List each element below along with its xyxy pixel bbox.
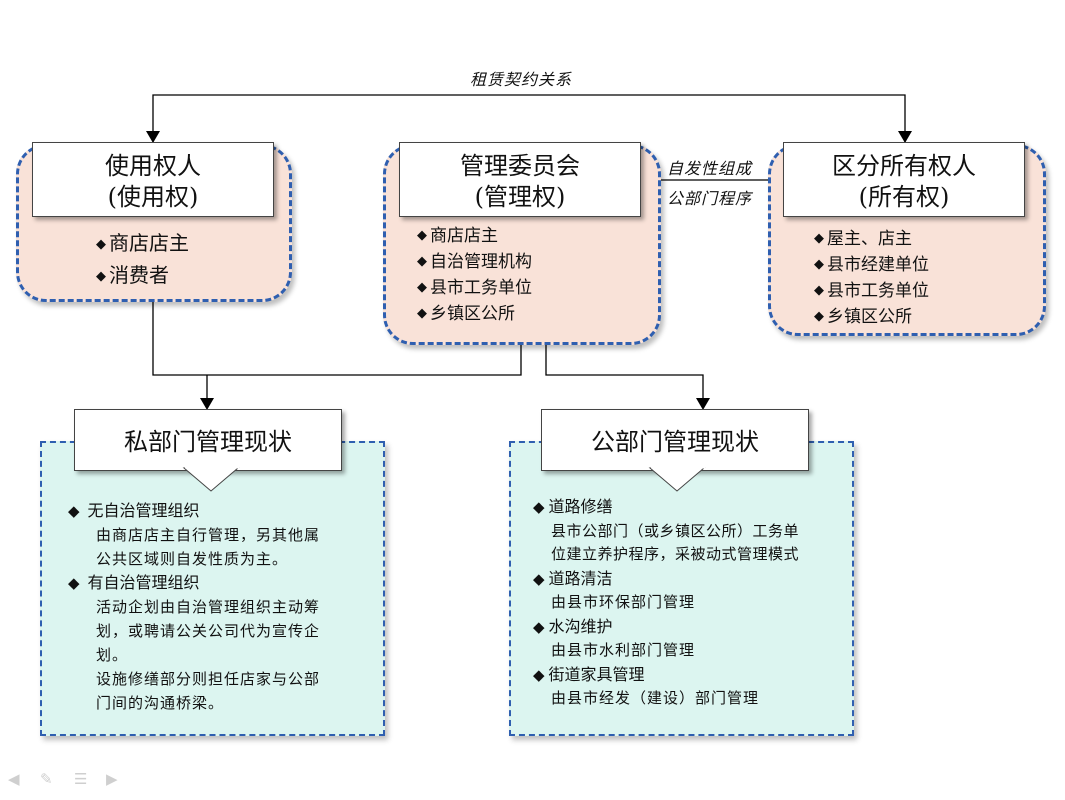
- public-status-notes: ◆道路修缮 县市公部门（或乡镇区公所）工务单 位建立养护程序，采被动式管理模式 …: [533, 495, 845, 711]
- section-heading: ◆水沟维护: [533, 616, 613, 636]
- lease-relation-label: 租赁契约关系: [470, 70, 573, 89]
- diamond-bullet-icon: ◆: [417, 254, 427, 269]
- section-heading: ◆街道家具管理: [533, 664, 645, 684]
- owner-title: 区分所有权人: [832, 152, 976, 180]
- formation-relation-label-line1: 自发性组成: [667, 159, 753, 178]
- user-title-box: 使用权人 (使用权): [32, 142, 274, 217]
- private-callout-tail: [182, 467, 240, 492]
- section-body: 由县市水利部门管理: [551, 641, 696, 659]
- private-status-line: [152, 302, 522, 400]
- diamond-bullet-icon: ◆: [533, 617, 545, 636]
- diamond-bullet-icon: ◆: [814, 231, 824, 246]
- private-status-notes: ◆无自治管理组织 由商店店主自行管理，另其他属 公共区域则自发性质为主。 ◆有自…: [68, 499, 373, 715]
- committee-title: 管理委员会: [460, 152, 580, 180]
- list-item: ◆乡镇区公所: [814, 307, 912, 327]
- list-item: ◆消费者: [96, 263, 169, 287]
- private-status-title: 私部门管理现状: [124, 428, 292, 456]
- section-heading: ◆无自治管理组织: [68, 501, 200, 520]
- user-subtitle: (使用权): [107, 183, 199, 211]
- diamond-bullet-icon: ◆: [533, 665, 545, 684]
- committee-title-box: 管理委员会 (管理权): [399, 142, 641, 217]
- diamond-bullet-icon: ◆: [533, 569, 545, 588]
- diamond-bullet-icon: ◆: [417, 306, 427, 321]
- section-body: 活动企划由自治管理组织主动筹 划，或聘请公关公司代为宣传企 划。 设施修缮部分则…: [96, 598, 321, 712]
- section-body: 由县市经发（建设）部门管理: [551, 689, 760, 707]
- previous-slide-icon[interactable]: ◀: [8, 770, 20, 788]
- pen-icon[interactable]: ✎: [40, 770, 53, 788]
- owner-item-list: ◆屋主、店主 ◆县市经建单位 ◆县市工务单位 ◆乡镇区公所: [814, 227, 929, 331]
- user-item-list: ◆商店店主 ◆消费者: [96, 229, 189, 293]
- list-item: ◆县市经建单位: [814, 255, 929, 275]
- menu-icon[interactable]: ☰: [74, 770, 88, 788]
- owner-title-box: 区分所有权人 (所有权): [783, 142, 1025, 217]
- next-slide-icon[interactable]: ▶: [106, 770, 118, 788]
- list-item: ◆屋主、店主: [814, 229, 912, 249]
- list-item: ◆县市工务单位: [814, 281, 929, 301]
- section-heading: ◆有自治管理组织: [68, 573, 200, 592]
- user-title: 使用权人: [105, 152, 201, 180]
- list-item: ◆县市工务单位: [417, 278, 532, 298]
- list-item: ◆商店店主: [417, 226, 498, 246]
- section-body: 由县市环保部门管理: [551, 593, 696, 611]
- section-body: 由商店店主自行管理，另其他属 公共区域则自发性质为主。: [96, 526, 321, 568]
- formation-relation-label-line2: 公部门程序: [667, 189, 753, 208]
- private-status-title-box: 私部门管理现状: [74, 409, 342, 471]
- public-status-title-box: 公部门管理现状: [541, 409, 809, 471]
- list-item: ◆商店店主: [96, 231, 189, 255]
- owner-subtitle: (所有权): [858, 183, 950, 211]
- diamond-bullet-icon: ◆: [814, 309, 824, 324]
- list-item: ◆乡镇区公所: [417, 304, 515, 324]
- diamond-bullet-icon: ◆: [533, 498, 545, 516]
- section-heading: ◆道路清洁: [533, 568, 613, 588]
- diamond-bullet-icon: ◆: [68, 574, 80, 592]
- committee-item-list: ◆商店店主 ◆自治管理机构 ◆县市工务单位 ◆乡镇区公所: [417, 224, 532, 328]
- section-body: 县市公部门（或乡镇区公所）工务单 位建立养护程序，采被动式管理模式: [551, 521, 800, 564]
- list-item: ◆自治管理机构: [417, 252, 532, 272]
- diamond-bullet-icon: ◆: [96, 237, 106, 252]
- public-callout-tail: [648, 467, 706, 492]
- diamond-bullet-icon: ◆: [814, 283, 824, 298]
- public-status-line: [545, 340, 704, 400]
- section-heading: ◆道路修缮: [533, 497, 613, 516]
- lease-relation-line: [152, 94, 906, 142]
- diamond-bullet-icon: ◆: [417, 228, 427, 243]
- diamond-bullet-icon: ◆: [96, 269, 106, 284]
- diamond-bullet-icon: ◆: [814, 257, 824, 272]
- diamond-bullet-icon: ◆: [417, 280, 427, 295]
- committee-subtitle: (管理权): [474, 183, 566, 211]
- public-status-title: 公部门管理现状: [591, 428, 759, 456]
- diamond-bullet-icon: ◆: [68, 502, 80, 520]
